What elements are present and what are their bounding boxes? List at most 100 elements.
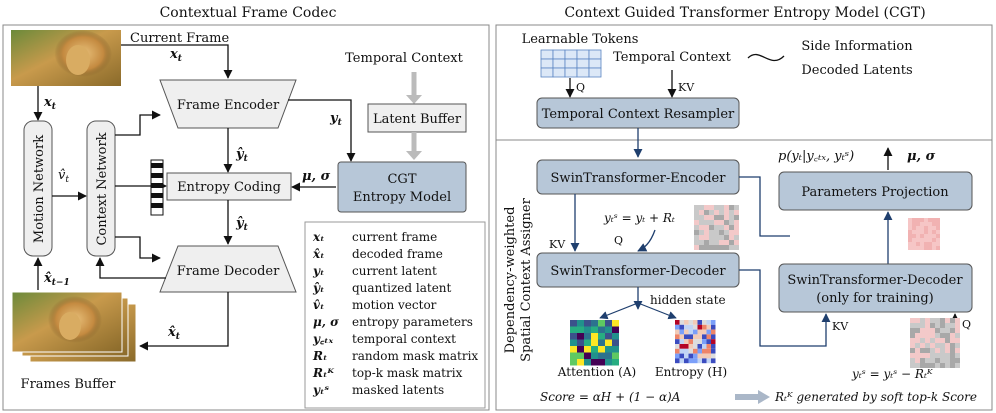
mask-cell (714, 230, 719, 235)
dwsca-label-2: Spatial Context Assigner (519, 197, 534, 361)
legend-symbol: x̂ₜ (312, 247, 325, 261)
mask-cell (920, 323, 925, 328)
mask-cell (699, 240, 704, 245)
attention-cell (598, 333, 605, 340)
mask-cell (734, 220, 739, 225)
param-cell (912, 246, 916, 250)
mask-cell (719, 210, 724, 215)
entropy-cell (697, 339, 702, 344)
attention-cell (598, 352, 605, 359)
entropy-cell (688, 339, 693, 344)
entropy-cell (697, 324, 702, 330)
yhat-label-2: ŷt (235, 216, 249, 233)
mask-cell (714, 235, 719, 240)
param-cell (912, 238, 916, 242)
entropy-cell (697, 353, 702, 359)
entropy-cell (711, 344, 716, 349)
token-cell (552, 67, 566, 78)
entropy-cell (697, 320, 702, 325)
param-cell (916, 230, 920, 234)
entropy-cell (706, 344, 711, 349)
token-cell (552, 49, 566, 60)
mask-cell (930, 348, 935, 353)
attention-cell (591, 339, 598, 346)
param-cell (916, 218, 920, 222)
left-panel-title: Contextual Frame Codec (160, 5, 337, 21)
mask-cell (729, 205, 734, 210)
param-cell (928, 230, 932, 234)
mask-cell (704, 245, 709, 250)
attention-cell (612, 320, 619, 327)
token-cell (564, 49, 578, 60)
entropy-cell (679, 344, 684, 349)
mask-cell (920, 353, 925, 358)
param-cell (916, 226, 920, 230)
attention-cell (591, 326, 598, 333)
legend-description: current latent (352, 264, 437, 278)
resampler-label: Temporal Context Resampler (542, 107, 735, 122)
mu-sigma-right: μ, σ (907, 149, 936, 164)
param-cell (920, 246, 924, 250)
param-cell (908, 218, 912, 222)
attention-cell (612, 326, 619, 333)
mask-cell (699, 230, 704, 235)
mask-cell (709, 210, 714, 215)
mask-cell (699, 205, 704, 210)
attention-cell (605, 333, 612, 340)
entropy-cell (711, 348, 716, 354)
entropy-cell (679, 320, 684, 325)
mask-cell (694, 205, 699, 210)
mask-cell (955, 358, 960, 363)
mask-cell (950, 348, 955, 353)
latent-buffer-label: Latent Buffer (373, 112, 462, 127)
bitstream-icon (150, 159, 164, 216)
mask-cell (734, 210, 739, 215)
mask-cell (920, 328, 925, 333)
attention-cell (570, 346, 577, 353)
mask-cell (925, 348, 930, 353)
attention-cell (577, 346, 584, 353)
param-cell (928, 246, 932, 250)
mask-cell (729, 235, 734, 240)
frame-decoder-label: Frame Decoder (177, 264, 280, 279)
mask-cell (734, 235, 739, 240)
mask-cell (734, 245, 739, 250)
p-formula: p(yₜ|y꜀ₜₓ, yₜˢ) (778, 149, 854, 164)
param-cell (928, 222, 932, 226)
param-cell (928, 238, 932, 242)
entropy-cell (693, 353, 698, 359)
entropy-cell (702, 344, 707, 349)
mask-cell (925, 318, 930, 323)
entropy-cell (679, 324, 684, 330)
entropy-cell (693, 344, 698, 349)
mask-cell (925, 358, 930, 363)
mask-cell (935, 338, 940, 343)
attention-cell (591, 359, 598, 366)
mask-cell (694, 230, 699, 235)
kv-label-2: KV (549, 238, 566, 251)
cgt-label-2: Entropy Model (353, 190, 451, 205)
q-label-3: Q (962, 318, 971, 331)
mask-cell (709, 215, 714, 220)
legend-description: top-k mask matrix (352, 366, 463, 380)
mask-cell (940, 323, 945, 328)
mask-cell (910, 358, 915, 363)
entropy-coding-label: Entropy Coding (177, 180, 281, 195)
mask-cell (714, 205, 719, 210)
cgt-label-1: CGT (387, 172, 416, 187)
param-cell (928, 226, 932, 230)
mask-cell (955, 318, 960, 323)
attention-cell (591, 333, 598, 340)
mask-cell (930, 318, 935, 323)
mask-cell (704, 240, 709, 245)
mask-cell (940, 348, 945, 353)
mask-cell (950, 333, 955, 338)
mask-cell (714, 215, 719, 220)
entropy-cell (693, 358, 698, 364)
mask-cell (935, 323, 940, 328)
entropy-cell (711, 320, 716, 325)
entropy-cell (706, 329, 711, 335)
entropy-cell (702, 358, 707, 364)
mask-cell (724, 220, 729, 225)
mask-cell (935, 318, 940, 323)
